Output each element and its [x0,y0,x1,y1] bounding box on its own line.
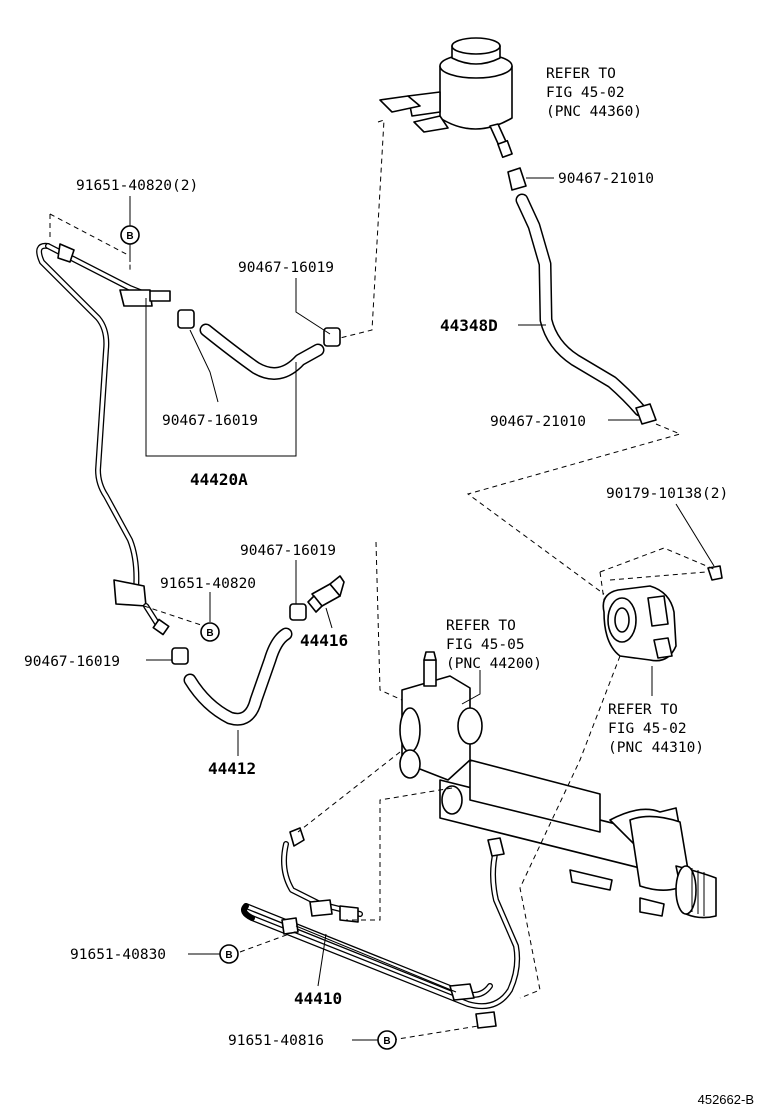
badge-b-91651-40830: B [219,944,239,964]
label-91651-40820: 91651-40820 [160,576,256,592]
label-90467-16019-mid: 90467-16019 [162,413,258,429]
svg-text:B: B [126,231,133,242]
hose-44420A [177,309,341,380]
label-90467-21010-low: 90467-21010 [490,414,586,430]
reference-dashed-lines [49,119,717,1041]
figure-id: 452662-B [698,1092,754,1107]
label-90467-21010-top: 90467-21010 [558,171,654,187]
svg-text:B: B [383,1036,390,1047]
label-44416: 44416 [300,631,348,650]
label-44412: 44412 [208,759,256,778]
pump-ref-line-3: (PNC 44310) [608,740,704,756]
label-90467-16019-left: 90467-16019 [24,654,120,670]
svg-text:B: B [225,950,232,961]
leader-lines [129,177,715,1041]
gear-ref-line-3: (PNC 44200) [446,656,542,672]
pressure-line-44410 [241,827,521,1029]
gear-ref-line-2: FIG 45-05 [446,637,525,653]
reservoir-ref-line-3: (PNC 44360) [546,104,642,120]
pump-ref-line-2: FIG 45-02 [608,721,687,737]
label-91651-40820-2: 91651-40820(2) [76,178,198,194]
label-44420A: 44420A [190,470,248,489]
union-44416 [307,575,345,613]
label-90467-16019-pair: 90467-16019 [240,543,336,559]
reservoir-ref-line-1: REFER TO [546,66,616,82]
steering-gear-housing [399,651,717,919]
badge-b-91651-40820-2: B [120,225,140,245]
label-44410: 44410 [294,989,342,1008]
badge-b-91651-40816: B [377,1030,397,1050]
svg-text:B: B [206,628,213,639]
reservoir-tank [379,37,513,159]
pump-ref-line-1: REFER TO [608,702,678,718]
gear-ref-line-1: REFER TO [446,618,516,634]
label-90467-16019-upper: 90467-16019 [238,260,334,276]
steel-pipe-left [36,242,171,636]
label-90179-10138-2: 90179-10138(2) [606,486,728,502]
label-44348D: 44348D [440,316,498,335]
badge-b-91651-40820: B [200,622,220,642]
label-91651-40816: 91651-40816 [228,1033,324,1049]
label-91651-40830: 91651-40830 [70,947,166,963]
hose-44412 [171,603,307,726]
reservoir-ref-line-2: FIG 45-02 [546,85,625,101]
power-steering-pump [602,565,723,662]
hose-44348D [507,167,657,425]
